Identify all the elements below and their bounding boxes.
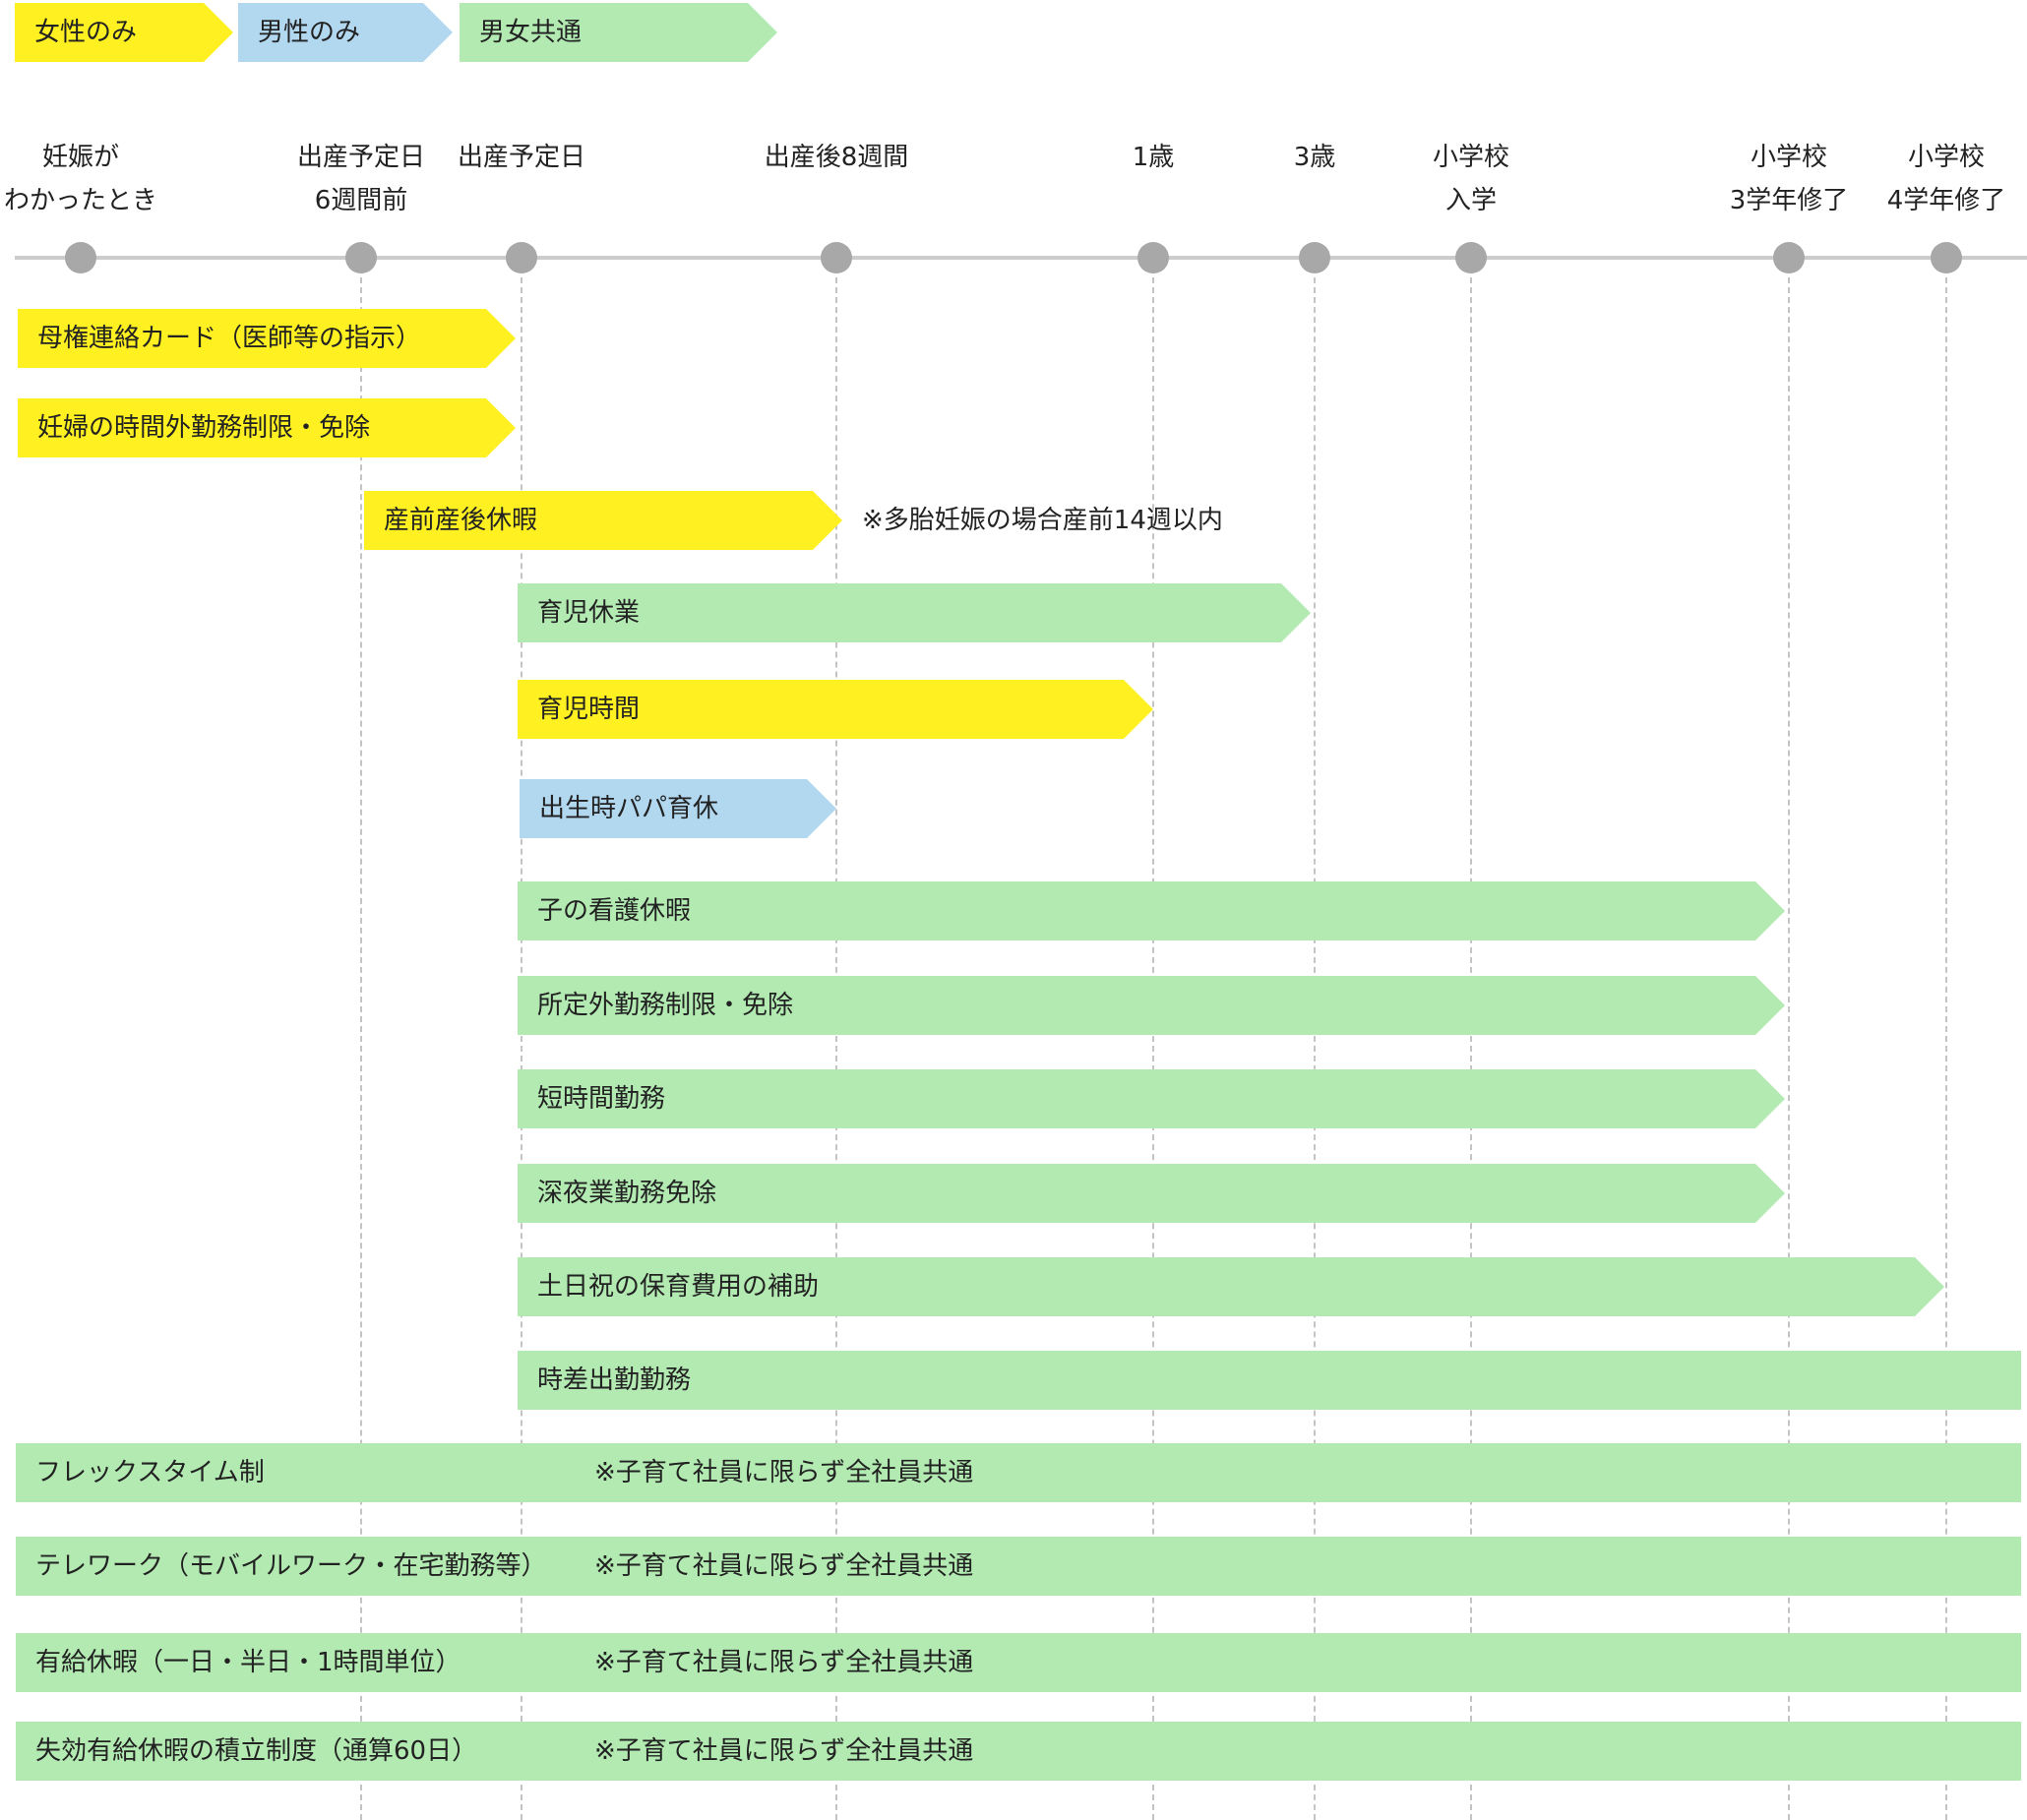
guide-line: [1788, 258, 1790, 1820]
bar-label: テレワーク（モバイルワーク・在宅勤務等）: [35, 1551, 547, 1581]
milestone-label-line1: 出産後8週間: [764, 143, 909, 172]
guide-line: [360, 258, 362, 1820]
bar-short-hours: 短時間勤務: [518, 1069, 1785, 1128]
bar-label: 短時間勤務: [537, 1084, 666, 1114]
bar-label: 産前産後休暇: [384, 506, 538, 535]
bar-label: 妊婦の時間外勤務制限・免除: [37, 413, 371, 443]
milestone-dot: [1137, 242, 1169, 273]
legend-both: 男女共通: [460, 3, 777, 62]
note-multiple-pregnancy: ※多胎妊娠の場合産前14週以内: [862, 506, 1223, 535]
legend-male-only: 男性のみ: [238, 3, 453, 62]
milestone-label-line1: 出産予定日: [457, 143, 585, 172]
bar-pregnant-overtime-limit: 妊婦の時間外勤務制限・免除: [18, 398, 516, 457]
milestone-label-age-1: 1歳: [1045, 136, 1261, 179]
milestone-label-pregnancy: 妊娠が わかったとき: [0, 136, 189, 222]
bar-label: 時差出勤勤務: [537, 1365, 692, 1395]
milestone-label-line1: 小学校: [1907, 143, 1985, 172]
milestone-label-line1: 3歳: [1293, 143, 1336, 172]
bar-paid-leave: 有給休暇（一日・半日・1時間単位）: [16, 1633, 2021, 1692]
bar-label: 失効有給休暇の積立制度（通算60日）: [35, 1736, 478, 1766]
milestone-label-due-date: 出産予定日: [413, 136, 630, 179]
milestone-dot: [65, 242, 96, 273]
bar-expired-leave-accumulation: 失効有給休暇の積立制度（通算60日）: [16, 1722, 2021, 1781]
milestone-label-line2: 入学: [1444, 186, 1497, 215]
note-all-employees: ※子育て社員に限らず全社員共通: [594, 1736, 974, 1766]
milestone-dot: [1455, 242, 1487, 273]
guide-line: [1314, 258, 1316, 1820]
bar-label: 育児休業: [537, 598, 641, 628]
legend-both-label: 男女共通: [479, 18, 583, 47]
bar-childcare-leave: 育児休業: [518, 583, 1311, 642]
legend-male-only-label: 男性のみ: [258, 18, 361, 47]
bar-flextime: フレックスタイム制: [16, 1443, 2021, 1502]
legend-female-only-label: 女性のみ: [34, 18, 138, 47]
note-all-employees: ※子育て社員に限らず全社員共通: [594, 1551, 974, 1581]
milestone-dot: [345, 242, 377, 273]
milestone-label-line1: 出産予定日: [296, 143, 425, 172]
guide-line: [1152, 258, 1154, 1820]
guide-line: [1945, 258, 1947, 1820]
bar-weekend-childcare-subsidy: 土日祝の保育費用の補助: [518, 1257, 1944, 1316]
legend-female-only: 女性のみ: [15, 3, 233, 62]
bar-label: 母権連絡カード（医師等の指示）: [37, 324, 422, 353]
milestone-label-line2: 3学年修了: [1729, 186, 1849, 215]
bar-label: 出生時パパ育休: [539, 794, 719, 823]
note-all-employees: ※子育て社員に限らず全社員共通: [594, 1648, 974, 1677]
milestone-label-line1: 小学校: [1432, 143, 1509, 172]
guide-line: [521, 258, 522, 1820]
milestone-dot: [821, 242, 852, 273]
guide-line: [835, 258, 837, 1820]
milestone-dot: [1299, 242, 1330, 273]
milestone-label-line2: 6週間前: [314, 186, 408, 215]
timeline-axis: [15, 256, 2027, 260]
bar-child-nursing-leave: 子の看護休暇: [518, 881, 1785, 940]
milestone-label-line2: わかったとき: [3, 186, 157, 215]
bar-label: 有給休暇（一日・半日・1時間単位）: [35, 1648, 461, 1677]
bar-label: 子の看護休暇: [537, 896, 692, 926]
milestone-label-age-3: 3歳: [1206, 136, 1423, 179]
milestone-dot: [506, 242, 537, 273]
milestone-label-grade4: 小学校 4学年修了: [1838, 136, 2027, 222]
bar-telework: テレワーク（モバイルワーク・在宅勤務等）: [16, 1537, 2021, 1596]
bar-overtime-exemption: 所定外勤務制限・免除: [518, 976, 1785, 1035]
milestone-label-line1: 1歳: [1132, 143, 1175, 172]
milestone-label-line1: 小学校: [1750, 143, 1827, 172]
milestone-label-line2: 4学年修了: [1886, 186, 2006, 215]
bar-label: 所定外勤務制限・免除: [537, 991, 794, 1020]
bar-maternity-card: 母権連絡カード（医師等の指示）: [18, 309, 516, 368]
milestone-dot: [1773, 242, 1805, 273]
bar-paternity-leave: 出生時パパ育休: [520, 779, 836, 838]
bar-label: フレックスタイム制: [35, 1458, 265, 1487]
milestone-label-school-entry: 小学校 入学: [1363, 136, 1579, 222]
milestone-label-grade3: 小学校 3学年修了: [1681, 136, 1897, 222]
bar-label: 深夜業勤務免除: [537, 1179, 717, 1208]
bar-night-work-exemption: 深夜業勤務免除: [518, 1164, 1785, 1223]
bar-staggered-hours: 時差出勤勤務: [518, 1351, 2021, 1410]
milestone-label-line1: 妊娠が: [41, 143, 119, 172]
milestone-dot: [1931, 242, 1962, 273]
note-all-employees: ※子育て社員に限らず全社員共通: [594, 1458, 974, 1487]
bar-label: 育児時間: [537, 695, 641, 724]
bar-maternity-leave: 産前産後休暇: [364, 491, 842, 550]
guide-line: [1470, 258, 1472, 1820]
milestone-label-6-weeks-before: 出産予定日 6週間前: [253, 136, 469, 222]
milestone-label-8-weeks-after: 出産後8週間: [728, 136, 945, 179]
bar-label: 土日祝の保育費用の補助: [537, 1272, 820, 1302]
bar-nursing-time: 育児時間: [518, 680, 1153, 739]
